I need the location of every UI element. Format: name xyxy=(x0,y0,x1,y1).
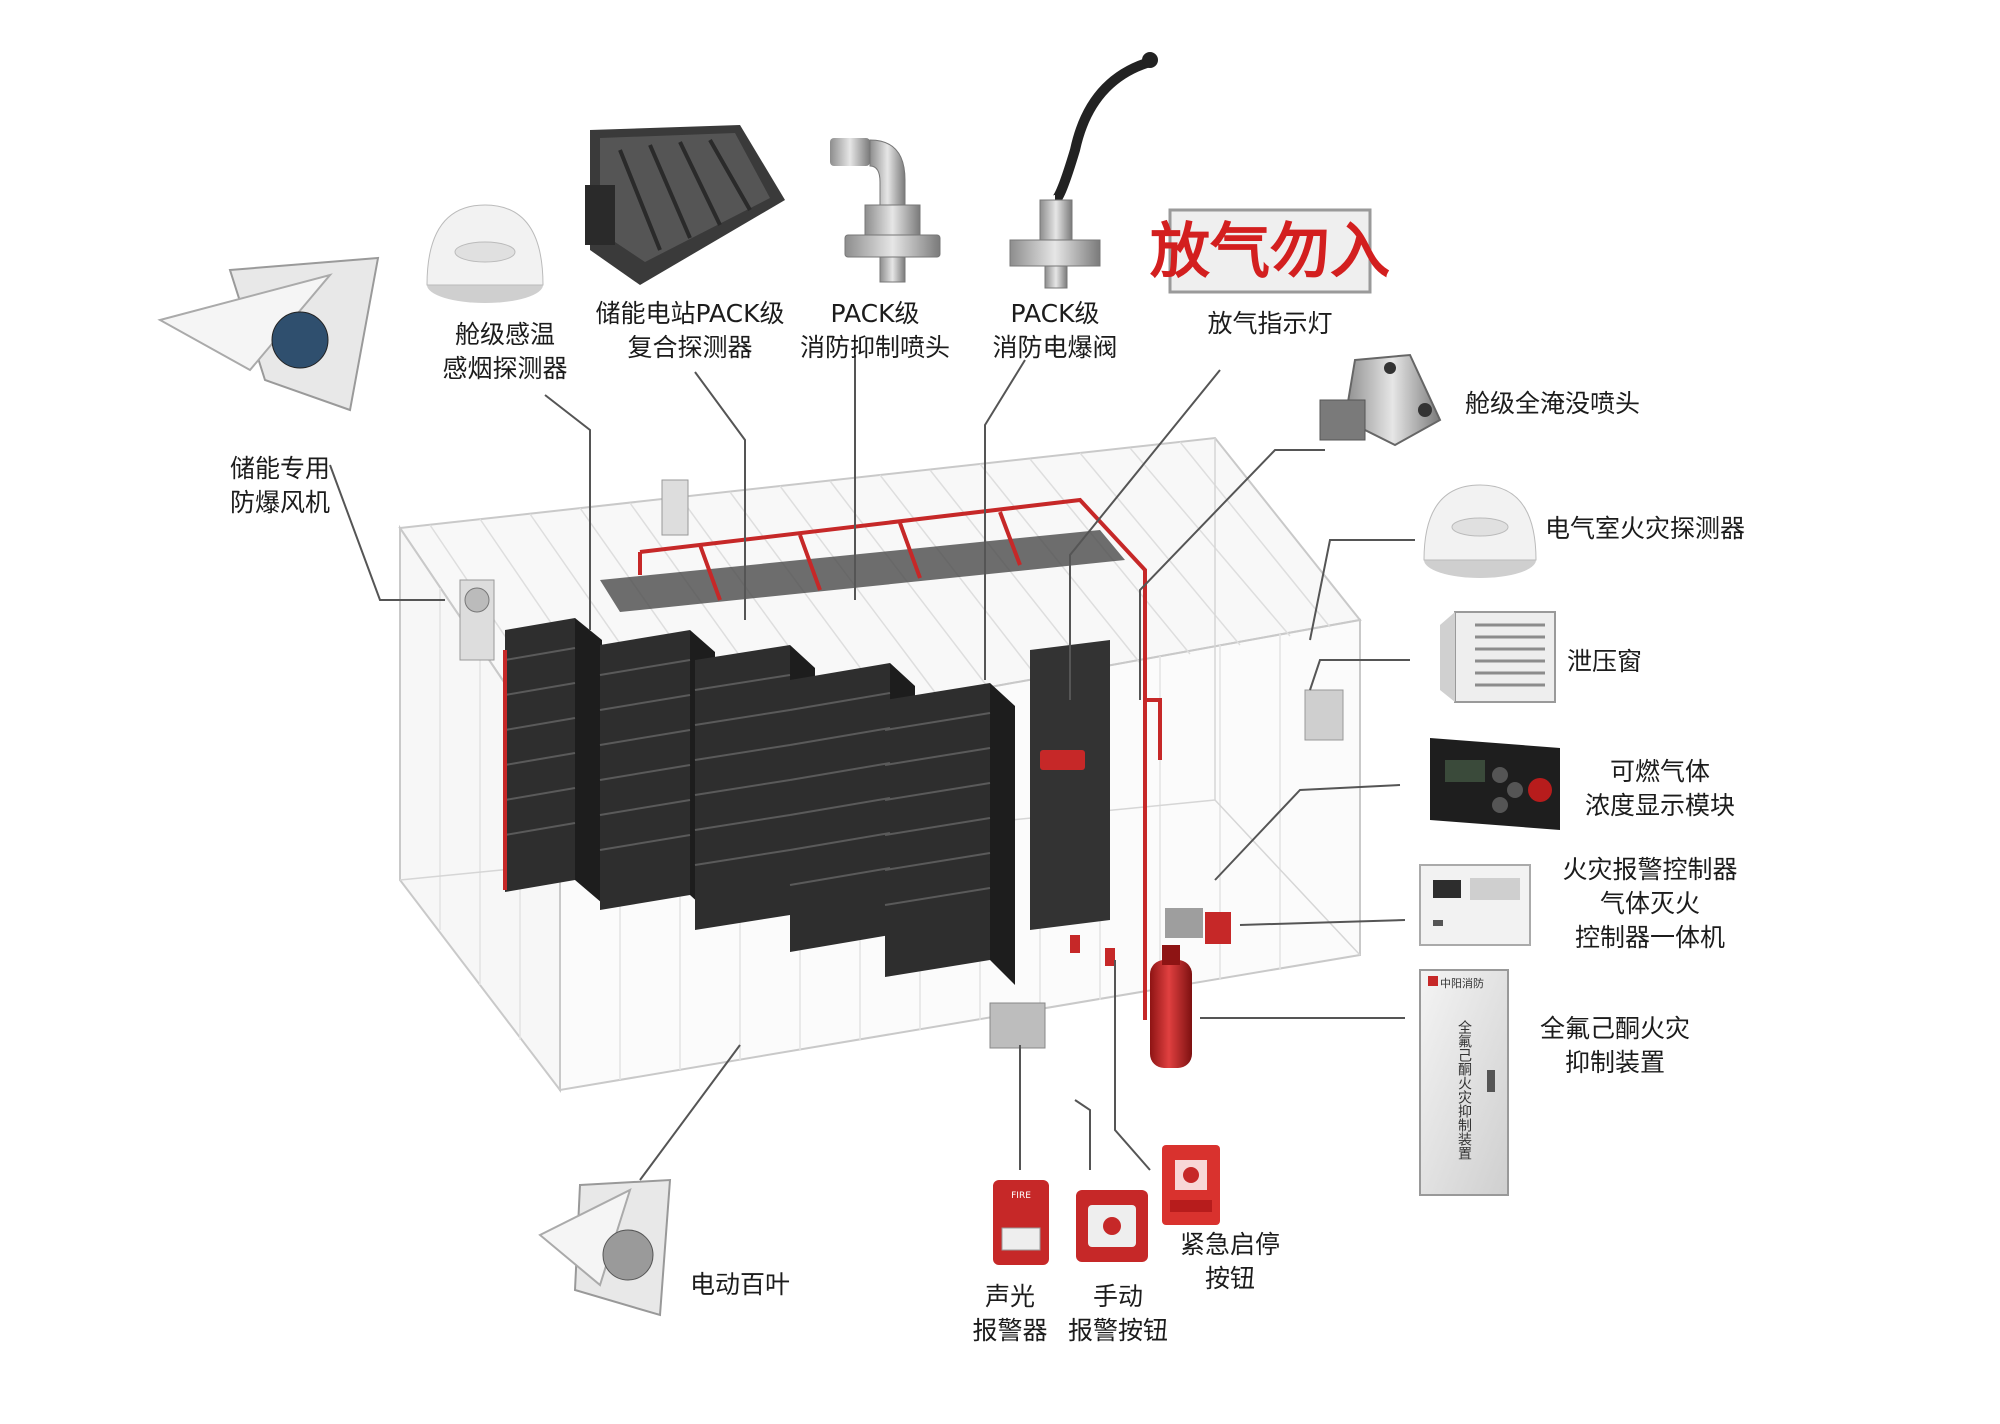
label-fan: 储能专用 防爆风机 xyxy=(229,454,330,517)
label-louver: 电动百叶 xyxy=(690,1270,791,1299)
suppression-piping xyxy=(503,497,1162,1020)
label-cabin-nozzle: 舱级全淹没喷头 xyxy=(1465,389,1641,418)
electrical-detector-icon xyxy=(1423,484,1537,578)
cabinet-vertical-text: 全氟己酮火灾抑制装置 xyxy=(1456,1019,1472,1160)
explosion-proof-fan-icon xyxy=(157,256,380,412)
manual-alarm-button-icon xyxy=(1076,1190,1148,1262)
label-emergency-button: 紧急启停 按钮 xyxy=(1179,1230,1280,1293)
label-pack-composite-detector: 储能电站PACK级 复合探测器 xyxy=(595,299,785,362)
container-fan xyxy=(459,479,1344,1049)
pack-valve-icon xyxy=(1009,52,1158,289)
label-pack-valve: PACK级 消防电爆阀 xyxy=(992,299,1118,362)
fire-controller-icon xyxy=(1419,864,1531,946)
smoke-detector-icon xyxy=(426,204,544,303)
gas-module-icon xyxy=(1430,738,1560,830)
cabin-nozzle-icon xyxy=(1319,353,1442,447)
sign-text: 放气勿入 xyxy=(1150,217,1390,287)
label-temp-smoke-detector: 舱级感温 感烟探测器 xyxy=(442,320,568,383)
internal-cylinder xyxy=(1150,908,1231,1068)
electric-louver-icon xyxy=(538,1178,672,1317)
label-fire-controller: 火灾报警控制器 气体灭火 控制器一体机 xyxy=(1562,855,1738,952)
label-release-light: 放气指示灯 xyxy=(1207,309,1333,338)
cabinet-brand: 中阳消防 xyxy=(1440,976,1484,990)
label-suppression-unit: 全氟己酮火灾 抑制装置 xyxy=(1539,1014,1690,1077)
suppression-cabinet: 中阳消防 全氟己酮火灾抑制装置 xyxy=(1419,969,1509,1196)
label-gas-module: 可燃气体 浓度显示模块 xyxy=(1584,757,1735,820)
label-manual-button: 手动 报警按钮 xyxy=(1067,1282,1168,1345)
label-pack-nozzle: PACK级 消防抑制喷头 xyxy=(799,299,950,362)
emergency-button-icon xyxy=(1162,1145,1220,1225)
battery-racks xyxy=(504,530,1125,985)
label-alarm: 声光 报警器 xyxy=(972,1282,1048,1345)
pressure-relief-window-icon xyxy=(1440,611,1556,703)
leader-lines xyxy=(329,355,1415,1181)
label-electrical-detector: 电气室火灾探测器 xyxy=(1545,514,1746,543)
label-pressure-vent: 泄压窗 xyxy=(1567,647,1643,676)
red-detector-tags xyxy=(1040,750,1115,966)
release-indicator-sign: 放气勿入 xyxy=(1150,208,1390,294)
pack-composite-detector-icon xyxy=(585,125,785,285)
alarm-fire-tag: FIRE xyxy=(1011,1191,1031,1201)
sound-light-alarm-icon: FIRE xyxy=(993,1180,1049,1265)
pack-nozzle-icon xyxy=(830,138,941,283)
